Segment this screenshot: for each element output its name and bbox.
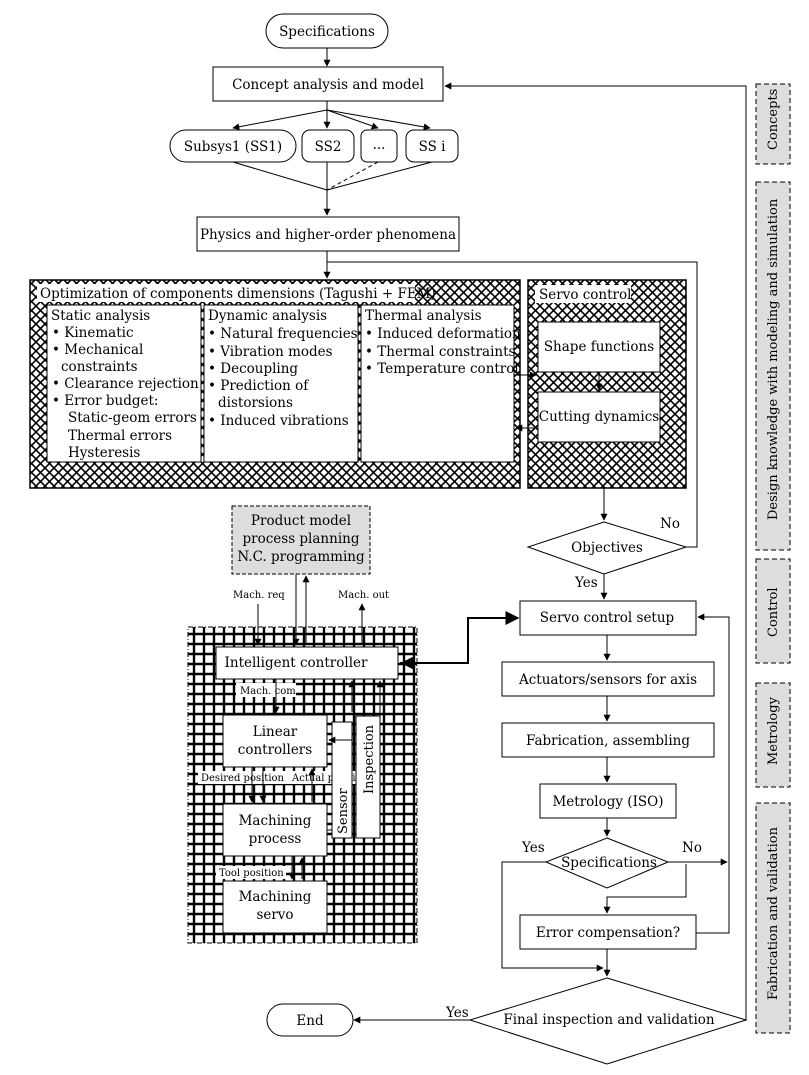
svg-text:Physics and higher-order pheno: Physics and higher-order phenomena (200, 227, 456, 243)
svg-text:Yes: Yes (445, 1005, 469, 1021)
metrology-box: Metrology (ISO) (539, 783, 677, 819)
svg-text:Actuators/sensors for axis: Actuators/sensors for axis (518, 672, 697, 688)
specifications-start: Specifications (265, 13, 389, 49)
svg-text:Machining: Machining (239, 889, 312, 905)
svg-text:Mach. com: Mach. com (240, 686, 296, 697)
svg-text:Tool position: Tool position (219, 868, 284, 879)
error-compensation-box: Error compensation? (519, 914, 697, 950)
subsys1-box: Subsys1 (SS1) (169, 129, 297, 163)
machining-servo-box: Machining servo (222, 880, 328, 934)
svg-text:Hysteresis: Hysteresis (68, 445, 140, 461)
machining-process-box: Machining process (222, 803, 328, 857)
sidebar-fabrication: Fabrication and validation (766, 826, 781, 1000)
svg-text:Thermal errors: Thermal errors (68, 428, 172, 444)
svg-text:Inspection: Inspection (362, 724, 377, 794)
svg-text:Shape functions: Shape functions (544, 339, 654, 355)
svg-text:Machining: Machining (239, 813, 312, 829)
svg-text:N.C. programming: N.C. programming (237, 549, 365, 565)
svg-text:Actual position: Actual position (291, 773, 369, 784)
svg-text:Mach. req: Mach. req (233, 590, 285, 601)
svg-text:constraints: constraints (61, 359, 138, 375)
concept-analysis-box: Concept analysis and model (212, 66, 444, 102)
svg-text:Static-geom errors: Static-geom errors (68, 410, 197, 426)
svg-text:controllers: controllers (238, 742, 312, 758)
svg-text:Static analysis: Static analysis (51, 308, 150, 324)
ssi-box: SS i (405, 129, 459, 163)
svg-text:Yes: Yes (521, 840, 545, 856)
svg-text:Error compensation?: Error compensation? (536, 925, 680, 941)
svg-text:• Vibration modes: • Vibration modes (208, 344, 333, 360)
svg-text:process planning: process planning (243, 531, 360, 547)
sidebar-control: Control (766, 587, 781, 637)
svg-text:Desired position: Desired position (201, 773, 285, 784)
svg-text:Cutting dynamics: Cutting dynamics (539, 409, 660, 425)
svg-text:Intelligent controller: Intelligent controller (225, 655, 368, 671)
actuators-box: Actuators/sensors for axis (501, 661, 715, 697)
fabrication-box: Fabrication, assembling (501, 722, 715, 758)
servo-setup-box: Servo control setup (519, 600, 697, 636)
intelligent-controller-box: Intelligent controller (215, 646, 399, 680)
svg-text:• Error budget:: • Error budget: (52, 393, 158, 409)
svg-text:Objectives: Objectives (571, 540, 643, 556)
end-terminal: End (266, 1003, 354, 1037)
svg-text:Product model: Product model (251, 513, 351, 529)
sidebar: Concepts Design knowledge with modeling … (755, 83, 791, 1034)
svg-text:• Induced deformation: • Induced deformation (365, 326, 521, 342)
specifications-decision: Specifications (544, 837, 670, 889)
svg-text:• Decoupling: • Decoupling (208, 361, 298, 377)
sidebar-concepts: Concepts (766, 89, 781, 150)
svg-text:• Induced vibrations: • Induced vibrations (208, 413, 349, 429)
objectives-decision: Objectives (526, 521, 688, 575)
svg-text:Dynamic analysis: Dynamic analysis (208, 308, 327, 324)
svg-text:Specifications: Specifications (561, 855, 657, 871)
svg-text:No: No (660, 516, 680, 532)
svg-text:process: process (249, 831, 302, 847)
svg-text:Specifications: Specifications (279, 24, 375, 40)
ellipsis-box: ... (360, 129, 398, 163)
svg-text:• Prediction of: • Prediction of (208, 378, 309, 394)
svg-text:• Temperature control: • Temperature control (365, 361, 519, 377)
svg-text:End: End (296, 1013, 324, 1029)
product-model-box: Product model process planning N.C. prog… (231, 505, 371, 575)
svg-text:• Thermal constraints: • Thermal constraints (365, 344, 516, 360)
svg-text:Subsys1 (SS1): Subsys1 (SS1) (184, 139, 282, 155)
svg-text:Yes: Yes (574, 575, 598, 591)
svg-text:Thermal analysis: Thermal analysis (365, 308, 482, 324)
svg-text:distorsions: distorsions (218, 395, 293, 411)
svg-text:Final inspection and validatio: Final inspection and validation (503, 1012, 715, 1028)
physics-box: Physics and higher-order phenomena (196, 216, 460, 252)
svg-text:• Kinematic: • Kinematic (52, 325, 134, 341)
svg-text:• Natural frequencies: • Natural frequencies (208, 326, 358, 342)
svg-text:Servo control: Servo control (539, 287, 631, 303)
svg-text:SS2: SS2 (315, 139, 342, 155)
svg-text:Linear: Linear (253, 724, 298, 740)
svg-text:• Clearance rejection: • Clearance rejection (52, 376, 199, 392)
svg-text:Concept analysis and model: Concept analysis and model (232, 77, 424, 93)
svg-text:...: ... (373, 137, 386, 153)
svg-text:SS i: SS i (419, 139, 447, 155)
final-inspection-decision: Final inspection and validation (468, 977, 748, 1065)
svg-text:No: No (682, 840, 702, 856)
svg-text:Optimization of components dim: Optimization of components dimensions (T… (40, 286, 436, 302)
ss2-box: SS2 (301, 129, 355, 163)
svg-text:Metrology (ISO): Metrology (ISO) (552, 794, 663, 810)
sidebar-metrology: Metrology (766, 696, 781, 765)
optimization-block: Optimization of components dimensions (T… (29, 279, 521, 489)
linear-controllers-box: Linear controllers (222, 714, 328, 768)
svg-text:Fabrication, assembling: Fabrication, assembling (526, 733, 690, 749)
svg-text:Mach. out: Mach. out (338, 590, 389, 601)
svg-text:servo: servo (256, 907, 293, 923)
svg-text:Sensor: Sensor (336, 788, 351, 834)
svg-text:Servo control setup: Servo control setup (540, 610, 674, 626)
svg-text:• Mechanical: • Mechanical (52, 342, 143, 358)
sidebar-design: Design knowledge with modeling and simul… (766, 198, 781, 520)
servo-control-block: Servo control Shape functions Cutting dy… (527, 279, 687, 489)
